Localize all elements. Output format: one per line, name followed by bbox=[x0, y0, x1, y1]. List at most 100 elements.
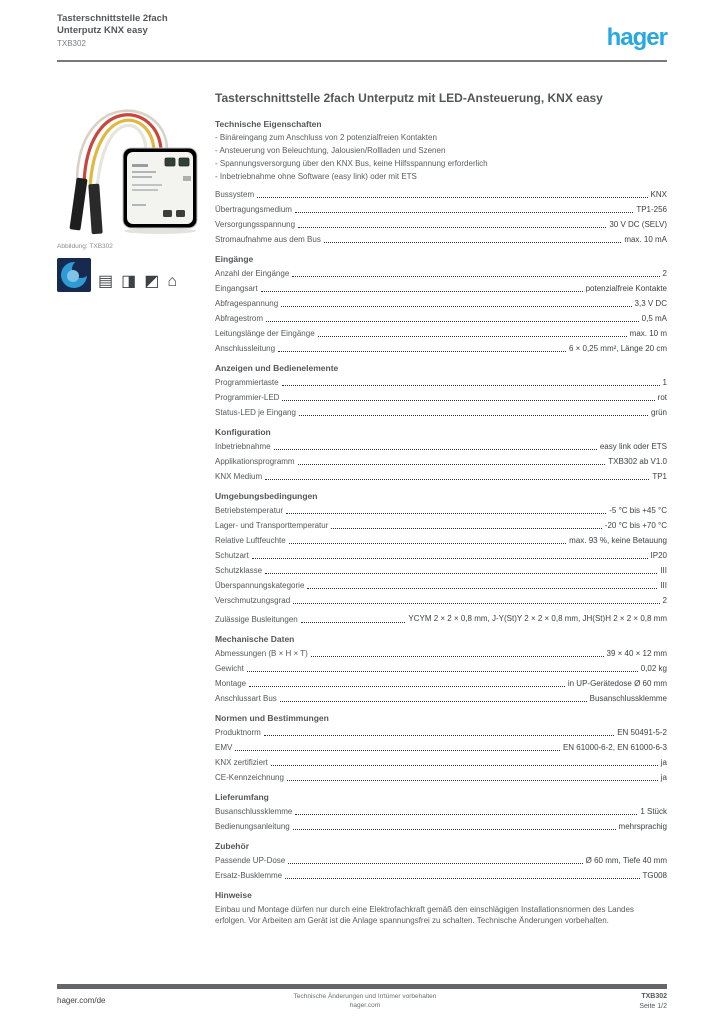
dotted-leader bbox=[295, 814, 638, 816]
wiring-icon: ▤ bbox=[98, 273, 114, 290]
footer-bar bbox=[57, 984, 667, 989]
spec-label: Stromaufnahme aus dem Bus bbox=[215, 235, 321, 245]
dotted-leader bbox=[323, 242, 622, 244]
spec-value: easy link oder ETS bbox=[599, 442, 667, 452]
spec-value: potenzialfreie Kontakte bbox=[585, 284, 667, 294]
spec-label: Leitungslänge der Eingänge bbox=[215, 329, 315, 339]
dotted-leader bbox=[307, 588, 658, 590]
dotted-leader bbox=[294, 212, 634, 214]
spec-value: -20 °C bis +70 °C bbox=[604, 521, 667, 531]
spec-value: mehrsprachig bbox=[618, 822, 667, 832]
dotted-leader bbox=[260, 291, 583, 293]
section-text: Einbau und Montage dürfen nur durch eine… bbox=[215, 905, 634, 926]
building-icon: ⌂ bbox=[167, 273, 178, 290]
dotted-leader bbox=[273, 449, 597, 451]
feature-icons: ▤◨◩⌂ bbox=[98, 274, 177, 292]
section-title: Normen und Bestimmungen bbox=[215, 713, 329, 724]
certification-logos: ▤◨◩⌂ bbox=[57, 256, 207, 292]
dotted-leader bbox=[266, 321, 639, 323]
spec-row: Betriebstemperatur-5 °C bis +45 °C bbox=[215, 506, 667, 516]
spec-label: EMV bbox=[215, 743, 233, 753]
spec-label: Eingangsart bbox=[215, 284, 258, 294]
dotted-leader bbox=[298, 227, 607, 229]
footer-page-info: TXB302 Seite 1/2 bbox=[639, 992, 667, 1012]
footer-link-box: hager.com/de bbox=[57, 989, 169, 1012]
spec-label: Schutzklasse bbox=[215, 566, 263, 576]
product-photo bbox=[57, 92, 207, 240]
spec-label: Überspannungskategorie bbox=[215, 581, 305, 591]
spec-value: 1 Stück bbox=[640, 807, 667, 817]
section-title: Umgebungsbedingungen bbox=[215, 491, 318, 502]
spec-row: Busanschlussklemme 1 Stück bbox=[215, 807, 667, 817]
dotted-leader bbox=[278, 351, 566, 353]
dotted-leader bbox=[293, 603, 660, 605]
spec-value: III bbox=[660, 566, 667, 576]
dotted-leader bbox=[300, 622, 406, 624]
spec-row: Schutzklasse III bbox=[215, 566, 667, 576]
dotted-leader bbox=[292, 829, 616, 831]
spec-value: EN 61000-6-2, EN 61000-6-3 bbox=[562, 743, 667, 753]
footer-product-ref: TXB302 bbox=[641, 993, 667, 1000]
spec-label: Status-LED je Eingang bbox=[215, 408, 296, 418]
footer-note: Technische Änderungen und Irrtümer vorbe… bbox=[250, 992, 480, 1011]
dotted-leader bbox=[265, 573, 658, 575]
dotted-leader bbox=[331, 528, 602, 530]
feature-bullet: - Inbetriebnahme ohne Software (easy lin… bbox=[215, 172, 417, 182]
dotted-leader bbox=[279, 701, 587, 703]
footer-note-line1: Technische Änderungen und Irrtümer vorbe… bbox=[293, 993, 437, 1000]
knx-easy-logo bbox=[57, 258, 91, 292]
spec-value: KNX bbox=[650, 190, 667, 200]
spec-label: Abfragespannung bbox=[215, 299, 279, 309]
section-title: Zubehör bbox=[215, 841, 249, 852]
spec-label: Passende UP-Dose bbox=[215, 856, 286, 866]
hager-logo: hager bbox=[606, 24, 668, 51]
spec-value: ja bbox=[660, 758, 667, 768]
spec-label: KNX zertifiziert bbox=[215, 758, 268, 768]
spec-label: Ersatz-Busklemme bbox=[215, 871, 283, 881]
spec-row: EMV EN 61000-6-2, EN 61000-6-3 bbox=[215, 743, 667, 753]
spec-value: EN 50491-5-2 bbox=[617, 728, 667, 738]
feature-bullet: - Spannungsversorgung über den KNX Bus, … bbox=[215, 159, 488, 169]
section-title: Anzeigen und Bedienelemente bbox=[215, 363, 339, 374]
spec-label: Relative Luftfeuchte bbox=[215, 536, 286, 546]
spec-label: Verschmutzungsgrad bbox=[215, 596, 291, 606]
spec-label: Busanschlussklemme bbox=[215, 807, 293, 817]
header-product-block: Tasterschnittstelle 2fach Unterputz KNX … bbox=[57, 13, 168, 49]
spec-value: -5 °C bis +45 °C bbox=[609, 506, 667, 516]
spec-label: Versorgungsspannung bbox=[215, 220, 296, 230]
dotted-leader bbox=[298, 415, 648, 417]
spec-value: TP1-256 bbox=[636, 205, 667, 215]
dotted-leader bbox=[297, 464, 606, 466]
mounting-icon: ◩ bbox=[144, 273, 160, 290]
spec-value: max. 93 %, keine Betauung bbox=[569, 536, 667, 546]
dotted-leader bbox=[263, 735, 615, 737]
dotted-leader bbox=[281, 385, 660, 387]
product-name-line2: Unterputz KNX easy bbox=[57, 24, 148, 36]
dotted-leader bbox=[286, 513, 607, 515]
spec-value: TXB302 ab V1.0 bbox=[608, 457, 667, 467]
footer-website-link[interactable]: hager.com/de bbox=[57, 996, 106, 1005]
spec-row: Lager- und Transporttemperatur-20 °C bis… bbox=[215, 521, 667, 531]
dotted-leader bbox=[281, 306, 632, 308]
section-title: Mechanische Daten bbox=[215, 634, 295, 645]
spec-row: KNX zertifiziert ja bbox=[215, 758, 667, 768]
dotted-leader bbox=[317, 336, 627, 338]
footer-page-number: Seite 1/2 bbox=[639, 1002, 667, 1010]
dotted-leader bbox=[282, 400, 655, 402]
spec-sections: Technische Eigenschaften- Binäreingang z… bbox=[215, 119, 667, 926]
photo-caption: Abbildung: TXB302 bbox=[57, 243, 113, 250]
spec-label: KNX Medium bbox=[215, 472, 263, 482]
